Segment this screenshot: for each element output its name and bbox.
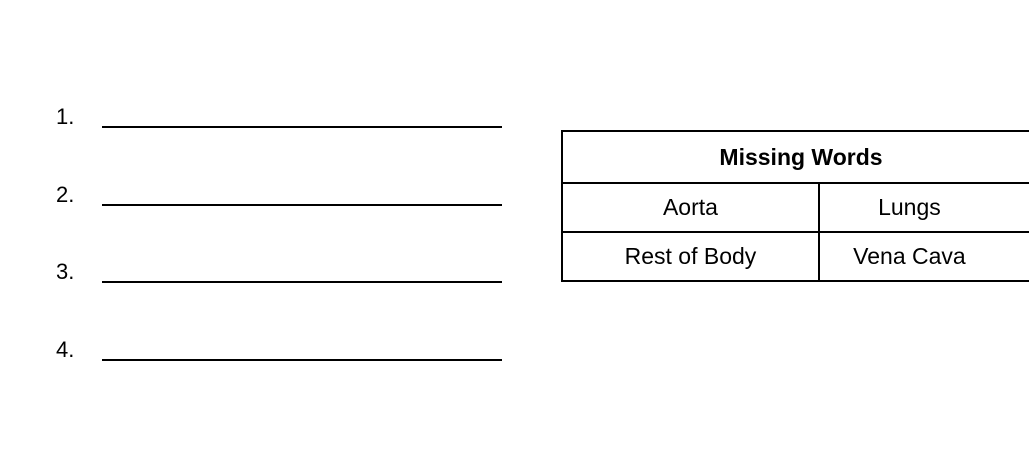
- answer-blank-line[interactable]: [102, 281, 502, 283]
- table-title: Missing Words: [561, 130, 1029, 184]
- word-text: Vena Cava: [853, 243, 966, 269]
- answer-row-3: 3.: [0, 253, 540, 293]
- answer-row-4: 4.: [0, 331, 540, 371]
- table-header-row: Missing Words: [561, 130, 1029, 184]
- table-row: Rest of Body Vena Cava: [561, 231, 1029, 282]
- answer-number: 2.: [56, 182, 75, 207]
- word-cell: Rest of Body: [561, 231, 820, 282]
- answer-number: 3.: [56, 259, 75, 284]
- answer-number: 1.: [56, 104, 75, 129]
- answer-blank-line[interactable]: [102, 204, 502, 206]
- word-text: Lungs: [878, 194, 941, 220]
- answer-blank-line[interactable]: [102, 126, 502, 128]
- answer-list: 1. 2. 3. 4.: [0, 98, 540, 371]
- answer-number: 4.: [56, 337, 75, 362]
- word-cell: Lungs: [817, 182, 1029, 233]
- answer-blank-line[interactable]: [102, 359, 502, 361]
- missing-words-table: Missing Words Aorta Lungs Rest of Body V…: [561, 130, 1029, 282]
- word-cell: Vena Cava: [817, 231, 1029, 282]
- word-cell: Aorta: [561, 182, 820, 233]
- table-row: Aorta Lungs: [561, 182, 1029, 233]
- answer-row-2: 2.: [0, 176, 540, 216]
- answer-row-1: 1.: [0, 98, 540, 138]
